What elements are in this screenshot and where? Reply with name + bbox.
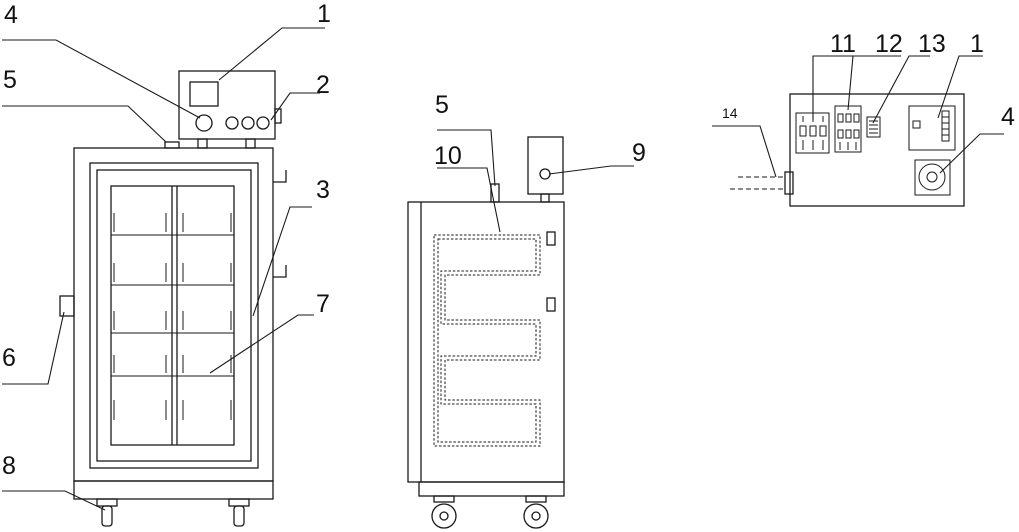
control-knob: [195, 114, 213, 132]
callout-front-7: 7: [316, 290, 330, 318]
side-base: [418, 481, 565, 497]
callout-side-5: 5: [435, 91, 449, 119]
breaker-group: [795, 112, 830, 154]
callout-front-4: 4: [4, 1, 18, 29]
panel-view: [712, 55, 1004, 207]
callout-front-5: 5: [3, 66, 17, 94]
side-box-leg: [540, 193, 550, 203]
cable-dashes: [730, 176, 785, 190]
side-control-box: [527, 136, 564, 195]
terminal-block: [866, 116, 881, 138]
top-vent: [164, 141, 180, 149]
callout-labels: 4 1 5 2 3 6 7 8 5 10 9 11 12 13 1 14 4: [2, 0, 1015, 480]
front-leaders: [2, 27, 325, 511]
callout-front-8: 8: [2, 452, 16, 480]
callout-front-2: 2: [316, 71, 330, 99]
door-frame-outer: [89, 162, 259, 469]
callout-panel-14: 14: [722, 105, 738, 121]
side-leaders: [437, 129, 634, 233]
control-display: [189, 81, 219, 107]
hook-lower: [273, 265, 287, 278]
callout-front-1: 1: [317, 0, 331, 28]
tray-rows: [111, 213, 234, 420]
callout-panel-11: 11: [830, 30, 856, 58]
latch-upper: [546, 231, 556, 246]
callout-side-9: 9: [632, 139, 646, 167]
cable-gland: [784, 171, 794, 195]
callout-front-6: 6: [2, 344, 16, 372]
callout-panel-13: 13: [918, 30, 946, 58]
callout-front-3: 3: [316, 176, 330, 204]
panel-leaders: [712, 55, 1004, 178]
callout-side-10: 10: [434, 142, 462, 170]
button-a: [225, 116, 239, 130]
side-handle: [59, 295, 75, 317]
hook-upper: [273, 170, 287, 183]
latch-lower: [546, 297, 556, 312]
front-casters: [96, 498, 250, 527]
control-box: [178, 70, 276, 140]
door-frame-inner: [96, 169, 252, 462]
callout-panel-4: 4: [1001, 103, 1015, 131]
callout-panel-1: 1: [970, 30, 984, 58]
front-view: [2, 27, 325, 527]
panel-knob: [914, 159, 951, 196]
heating-tube: [433, 234, 541, 447]
side-view: [407, 129, 634, 529]
box-leg-left: [197, 138, 208, 149]
cabinet-base: [73, 480, 274, 500]
callout-panel-12: 12: [875, 30, 903, 58]
side-cabinet: [407, 201, 565, 483]
side-knob: [539, 168, 551, 180]
side-port: [274, 108, 282, 124]
button-c: [256, 116, 270, 130]
controller-module: [908, 105, 956, 151]
relay-group: [834, 105, 862, 153]
button-b: [241, 116, 255, 130]
side-wheels: [431, 495, 549, 529]
box-leg-right: [245, 138, 256, 149]
cabinet-body: [73, 147, 274, 482]
